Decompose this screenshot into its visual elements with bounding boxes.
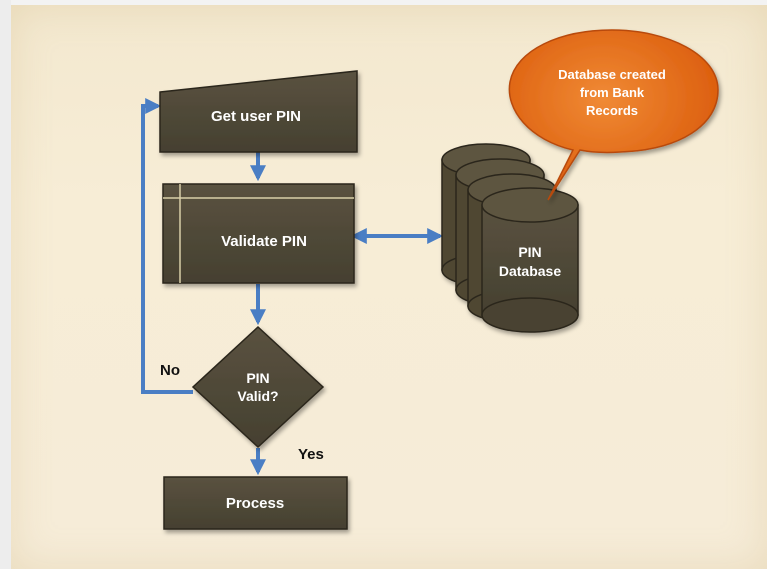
get-user-pin-node [159,70,358,153]
pin-valid-decision [191,325,325,449]
database-callout [508,29,719,201]
pin-database-label-line1: PIN [518,244,541,260]
get-user-pin-label: Get user PIN [211,108,301,125]
database-cylinder-4 [481,187,579,333]
callout-text-line1: Database created [558,67,666,82]
pin-database-node [441,143,579,333]
no-label: No [160,362,180,379]
arrow-no-loop-back [141,98,193,394]
pin-valid-label-line1: PIN [246,370,269,386]
callout-text-line2: from Bank [580,85,645,100]
connectors [141,98,444,476]
validate-pin-node [162,183,355,284]
callout-text-line3: Records [586,103,638,118]
pin-valid-label-line2: Valid? [237,388,278,404]
slide-left-margin [0,0,11,569]
process-node [163,476,348,530]
process-label: Process [226,495,284,512]
pin-database-label-line2: Database [499,263,561,279]
validate-pin-label: Validate PIN [221,233,307,250]
yes-label: Yes [298,446,324,463]
